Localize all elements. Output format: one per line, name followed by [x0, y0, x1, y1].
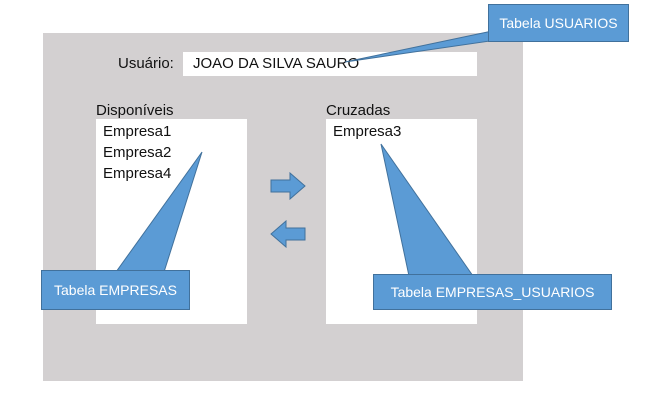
list-item-available[interactable]: Empresa4: [103, 165, 172, 182]
user-name-field[interactable]: JOAO DA SILVA SAURO: [183, 52, 477, 76]
callout-empresas: Tabela EMPRESAS: [41, 270, 190, 310]
move-right-button[interactable]: [270, 171, 306, 201]
user-label: Usuário:: [118, 55, 174, 72]
move-left-button[interactable]: [270, 219, 306, 249]
arrow-right-icon: [270, 171, 306, 201]
list-item-crossed[interactable]: Empresa3: [333, 123, 402, 140]
arrow-left-icon: [270, 219, 306, 249]
callout-empresas-usuarios: Tabela EMPRESAS_USUARIOS: [373, 274, 612, 310]
list-item-available[interactable]: Empresa2: [103, 144, 172, 161]
crossed-list-title: Cruzadas: [326, 102, 391, 119]
callout-usuarios: Tabela USUARIOS: [488, 4, 629, 42]
list-item-available[interactable]: Empresa1: [103, 123, 172, 140]
available-list-title: Disponíveis: [96, 102, 174, 119]
